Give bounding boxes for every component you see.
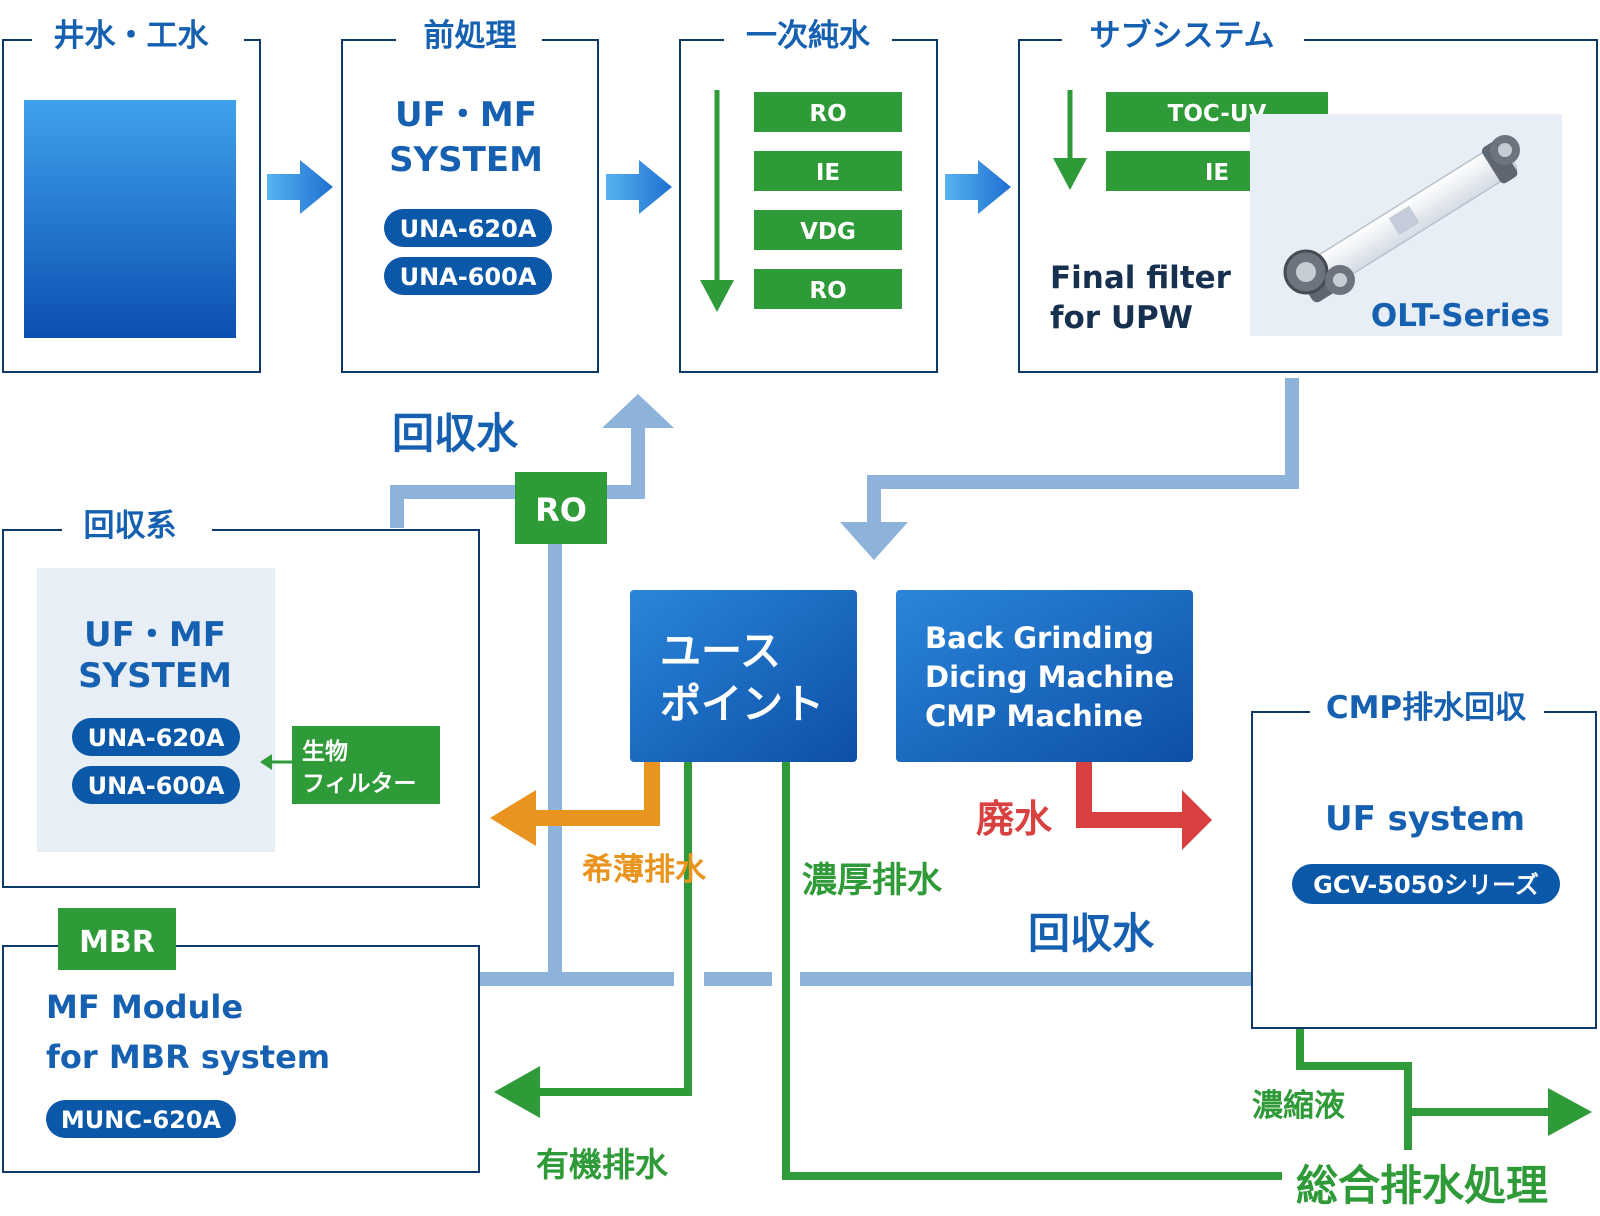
mbr-tag: MBR (79, 925, 155, 960)
dilute-drain-arrowhead (490, 790, 536, 846)
recovery-line-subsystem-to-use (867, 378, 1299, 525)
cmp-recovery: CMP排水回収 UF system GCV-5050シリーズ (1251, 690, 1597, 1029)
machine-name: Back Grinding (925, 621, 1154, 655)
olt-filter-product-image: OLT-Series (1250, 114, 1562, 336)
machine-name: Dicing Machine (925, 660, 1174, 694)
primary-flow-arrow-icon (700, 280, 734, 312)
use-point-box: ユース ポイント (630, 590, 857, 762)
concentrated-drain-line (782, 760, 1282, 1180)
mbr-line1: MF Module (46, 988, 243, 1026)
cmp-recovery-title: CMP排水回収 (1326, 690, 1526, 726)
primary-step: IE (816, 160, 840, 186)
recovery-system-line2: SYSTEM (78, 656, 232, 696)
cmp-model-pill: GCV-5050シリーズ (1313, 871, 1539, 899)
final-filter-line1: Final filter (1050, 260, 1232, 296)
dilute-drain-line (534, 760, 660, 826)
mbr-model-pill: MUNC-620A (61, 1106, 222, 1134)
pretreatment-system-line1: UF・MF (395, 95, 537, 135)
stage-subsystem: サブシステム TOC-UV IE Final filter for UPW OL… (1018, 18, 1598, 373)
stage-pretreatment-title: 前処理 (424, 18, 517, 54)
recovery-model-pill: UNA-620A (88, 724, 225, 752)
ro-tag-box (515, 472, 607, 544)
use-point-line1: ユース (660, 627, 781, 675)
pretreatment-model-pill: UNA-600A (400, 263, 537, 291)
organic-drain-line (538, 760, 692, 1096)
dilute-drain-label: 希薄排水 (582, 852, 707, 888)
total-treatment-label: 総合排水処理 (1296, 1161, 1548, 1210)
mbr-system: MBR MF Module for MBR system MUNC-620A (2, 908, 480, 1173)
use-point-line2: ポイント (660, 680, 824, 728)
concentrated-drain-label: 濃厚排水 (802, 861, 943, 901)
pretreatment-system-line2: SYSTEM (389, 140, 543, 180)
stage-subsystem-title: サブシステム (1089, 18, 1274, 54)
concentrate-label: 濃縮液 (1252, 1088, 1345, 1124)
bio-filter-arrow-icon (260, 754, 272, 770)
recovery-model-pill: UNA-600A (88, 772, 225, 800)
cmp-system-label: UF system (1325, 799, 1525, 839)
primary-step: RO (809, 278, 846, 304)
flow-arrow-2 (606, 160, 672, 214)
machine-name: CMP Machine (925, 699, 1143, 733)
stage-primary: 一次純水 RO IE VDG RO (679, 18, 938, 373)
machines-box: Back Grinding Dicing Machine CMP Machine (896, 590, 1193, 762)
mbr-line2: for MBR system (46, 1038, 330, 1076)
concentrate-line (1296, 1028, 1412, 1176)
recovery-system-title: 回収系 (84, 508, 177, 544)
final-filter-line2: for UPW (1050, 300, 1193, 336)
primary-step: VDG (800, 219, 856, 245)
organic-drain-arrowhead (494, 1066, 540, 1118)
waste-line (1076, 760, 1184, 828)
pretreatment-model-pill: UNA-620A (400, 215, 537, 243)
flow-arrow-3 (945, 160, 1011, 214)
bio-filter-line1: 生物 (302, 738, 348, 765)
waste-label: 廃水 (976, 797, 1053, 841)
subsystem-flow-arrow-icon (1053, 158, 1087, 190)
ro-tag-label: RO (535, 491, 587, 529)
subsystem-step: IE (1205, 160, 1229, 186)
source-water-block (24, 100, 236, 338)
concentrate-arrowhead (1548, 1088, 1592, 1136)
recovered-water-lower-label: 回収水 (1028, 909, 1155, 958)
recovery-arrowhead-to-primary (602, 394, 674, 428)
primary-step: RO (809, 101, 846, 127)
organic-drain-label: 有機排水 (536, 1145, 669, 1184)
waste-arrowhead (1182, 790, 1212, 850)
product-name-label: OLT-Series (1371, 298, 1550, 334)
bio-filter-line2: フィルター (302, 771, 417, 797)
stage-source-title: 井水・工水 (54, 18, 210, 54)
stage-source: 井水・工水 (2, 18, 261, 373)
stage-primary-title: 一次純水 (746, 18, 871, 54)
recovery-arrowhead-to-use (840, 522, 908, 560)
stage-pretreatment: 前処理 UF・MF SYSTEM UNA-620A UNA-600A (341, 18, 599, 373)
recovered-water-upper-label: 回収水 (392, 409, 519, 458)
recovery-system-line1: UF・MF (84, 615, 226, 655)
flow-arrow-1 (267, 160, 333, 214)
recovery-system: 回収系 UF・MF SYSTEM UNA-620A UNA-600A 生物 フィ… (2, 508, 480, 888)
